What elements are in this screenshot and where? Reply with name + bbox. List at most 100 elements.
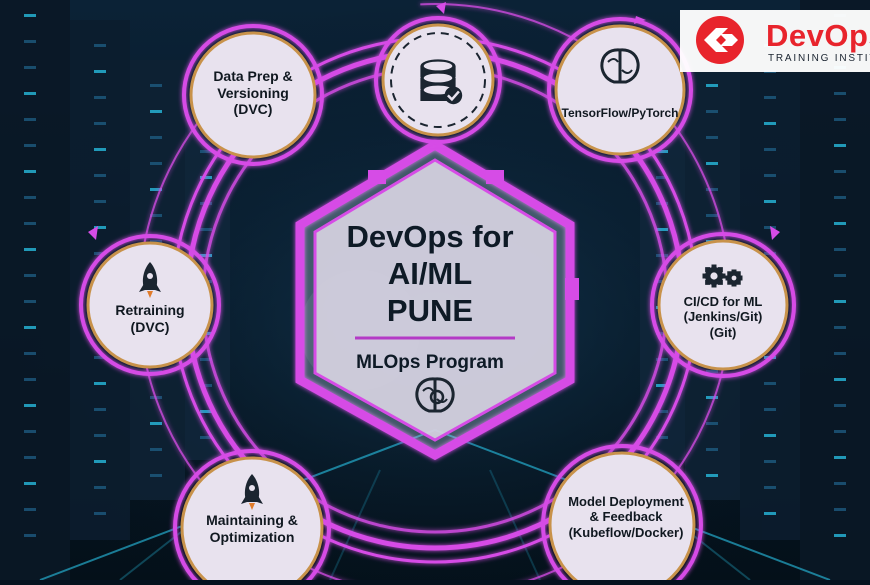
rack-light: [24, 40, 36, 43]
rocket-icon: [241, 474, 263, 510]
rack-light: [94, 96, 106, 99]
rack-light: [200, 150, 212, 153]
node-deployment: [541, 444, 703, 585]
rack-light: [656, 176, 668, 179]
node-maintaining: [173, 449, 331, 585]
node-data-prep: [182, 24, 324, 166]
rack-light: [200, 436, 212, 439]
rack-light: [764, 434, 776, 437]
rack-light: [764, 408, 776, 411]
rack-light: [150, 214, 162, 217]
rack-light: [24, 118, 36, 121]
rack-light: [656, 332, 668, 335]
rack-light: [834, 248, 846, 251]
rack-light: [94, 434, 106, 437]
rack-light: [24, 378, 36, 381]
database-check-icon: [420, 59, 463, 105]
rack-light: [834, 144, 846, 147]
rack-light: [94, 486, 106, 489]
hub-title-line-3: PUNE: [386, 293, 474, 329]
rack-light: [94, 70, 106, 73]
rack-light: [94, 356, 106, 359]
rack-light: [656, 410, 668, 413]
rack-light: [834, 404, 846, 407]
rack-light: [94, 408, 106, 411]
hub-title-line-1: DevOps for: [346, 219, 514, 254]
rack-light: [764, 200, 776, 203]
rack-light: [656, 150, 668, 153]
rack-light: [24, 14, 36, 17]
rack-light: [706, 214, 718, 217]
rack-light: [834, 326, 846, 329]
rack-light: [94, 174, 106, 177]
rack-light: [24, 534, 36, 537]
rack-light: [94, 512, 106, 515]
rack-light: [834, 170, 846, 173]
rack-light: [656, 358, 668, 361]
rack-light: [150, 422, 162, 425]
rack-light: [150, 188, 162, 191]
rack-light: [150, 162, 162, 165]
node-frameworks: [547, 17, 693, 163]
rack-light: [656, 384, 668, 387]
rack-light: [834, 352, 846, 355]
rack-light: [706, 188, 718, 191]
rack-light: [834, 456, 846, 459]
rack-light: [834, 378, 846, 381]
rack-light: [834, 430, 846, 433]
rack-light: [24, 430, 36, 433]
rack-light: [706, 370, 718, 373]
rack-light: [834, 222, 846, 225]
rack-light: [24, 196, 36, 199]
rack-light: [834, 300, 846, 303]
brain-icon: [600, 48, 640, 84]
rack-light: [94, 44, 106, 47]
rack-light: [24, 482, 36, 485]
rack-light: [764, 174, 776, 177]
rack-light: [764, 96, 776, 99]
rack-light: [200, 176, 212, 179]
rack-light: [94, 382, 106, 385]
rack-light: [150, 240, 162, 243]
rack-light: [706, 422, 718, 425]
rack-light: [24, 300, 36, 303]
rack-light: [834, 118, 846, 121]
rack-light: [834, 534, 846, 537]
rack-light: [24, 404, 36, 407]
rack-light: [764, 226, 776, 229]
rack-light: [24, 508, 36, 511]
rack-light: [764, 382, 776, 385]
rack-light: [150, 370, 162, 373]
rack-light: [834, 274, 846, 277]
rack-light: [834, 196, 846, 199]
rack-light: [94, 226, 106, 229]
rack-light: [764, 122, 776, 125]
brand-tagline: TRAINING INSTITUTE: [768, 53, 870, 64]
rack-light: [200, 228, 212, 231]
hub-title: DevOps for AI/ML PUNE: [300, 218, 560, 330]
rack-light: [706, 474, 718, 477]
rack-light: [94, 200, 106, 203]
brain-gear-icon: [415, 377, 455, 413]
rack-light: [656, 436, 668, 439]
rack-light: [706, 162, 718, 165]
rack-light: [764, 460, 776, 463]
nodes-layer: [79, 16, 796, 585]
rocket-icon: [139, 262, 161, 298]
devops-logo-icon: [680, 10, 870, 72]
rack-light: [706, 84, 718, 87]
rack-light: [150, 84, 162, 87]
rack-light: [656, 228, 668, 231]
rack-light: [94, 148, 106, 151]
rack-light: [706, 448, 718, 451]
rack-light: [834, 508, 846, 511]
rack-light: [150, 474, 162, 477]
rack-light: [200, 410, 212, 413]
rack-light: [706, 136, 718, 139]
rack-light: [94, 460, 106, 463]
rack-light: [764, 486, 776, 489]
rack-light: [764, 512, 776, 515]
rack-light: [150, 136, 162, 139]
rack-light: [150, 110, 162, 113]
